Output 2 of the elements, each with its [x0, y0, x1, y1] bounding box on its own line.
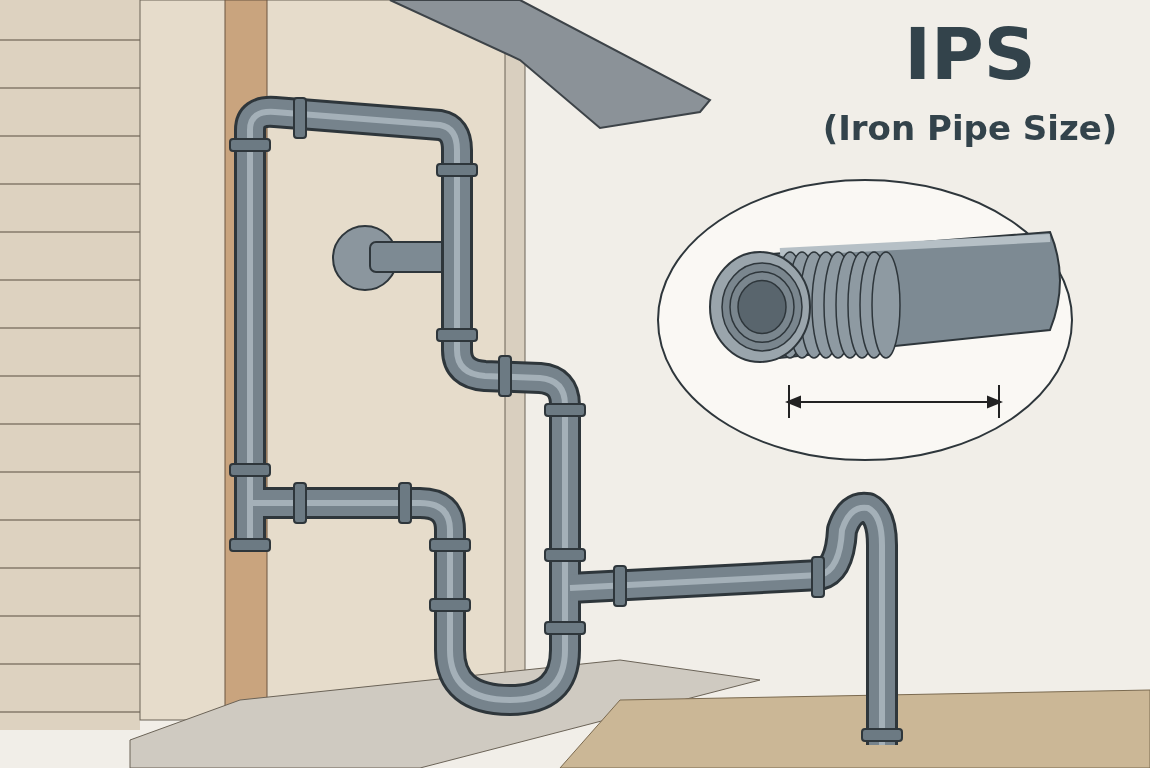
- title: IPS: [903, 12, 1037, 96]
- subtitle: (Iron Pipe Size): [821, 108, 1119, 148]
